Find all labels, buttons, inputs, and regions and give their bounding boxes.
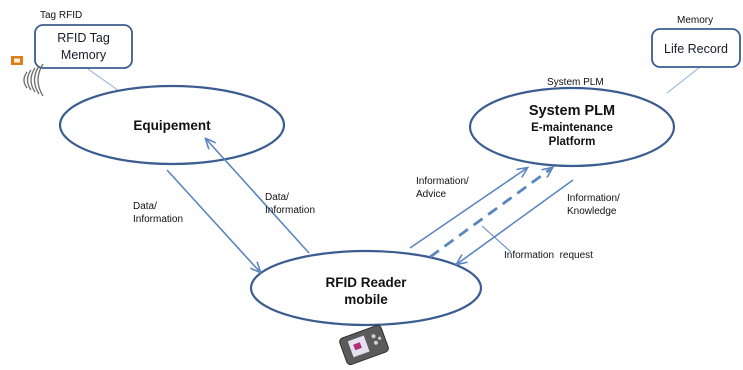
mobile-phone-icon (339, 324, 389, 366)
request-pointer-line (481, 225, 512, 253)
edge-label-data-right-2: Information (265, 205, 315, 216)
system-plm-title: System PLM (529, 103, 615, 119)
tag-to-equipement-connector (87, 68, 123, 94)
edge-label-request: Information request (504, 250, 593, 261)
rfid-signal-waves-icon (23, 63, 44, 97)
e-maintenance-label: E-maintenance (531, 122, 613, 134)
rfid-reader-node (249, 249, 483, 327)
memory-label: Memory (61, 48, 107, 62)
edge-label-advice-1: Information/ (416, 176, 469, 187)
request-dashed-arrow (429, 168, 552, 259)
life-record-label: Life Record (664, 42, 728, 56)
system-plm-node (468, 86, 676, 168)
equipement-label: Equipement (133, 118, 211, 133)
system-plm-caption: System PLM (547, 77, 604, 88)
memory-to-plm-connector (666, 66, 701, 94)
edge-label-data-left-1: Data/ (133, 201, 157, 212)
platform-label: Platform (549, 136, 596, 148)
edge-label-knowledge-2: Knowledge (567, 206, 617, 217)
edge-label-advice-2: Advice (416, 189, 446, 200)
rfid-tag-icon (11, 56, 23, 65)
equipement-to-reader-arrow (166, 169, 260, 272)
mobile-label: mobile (344, 292, 388, 307)
rfid-reader-label: RFID Reader (325, 275, 407, 290)
rfid-tag-memory-box (34, 24, 133, 69)
memory-caption: Memory (677, 15, 713, 26)
reader-to-plm-arrow (409, 168, 527, 249)
edge-label-data-right-1: Data/ (265, 192, 289, 203)
rfid-tag-label: RFID Tag (57, 31, 110, 45)
life-record-box (651, 28, 741, 68)
equipement-node (58, 84, 286, 166)
plm-to-reader-arrow (457, 179, 574, 264)
edge-label-data-left-2: Information (133, 214, 183, 225)
edge-label-knowledge-1: Information/ (567, 193, 620, 204)
tag-rfid-caption: Tag RFID (40, 10, 82, 21)
reader-to-equipement-arrow (206, 139, 310, 254)
